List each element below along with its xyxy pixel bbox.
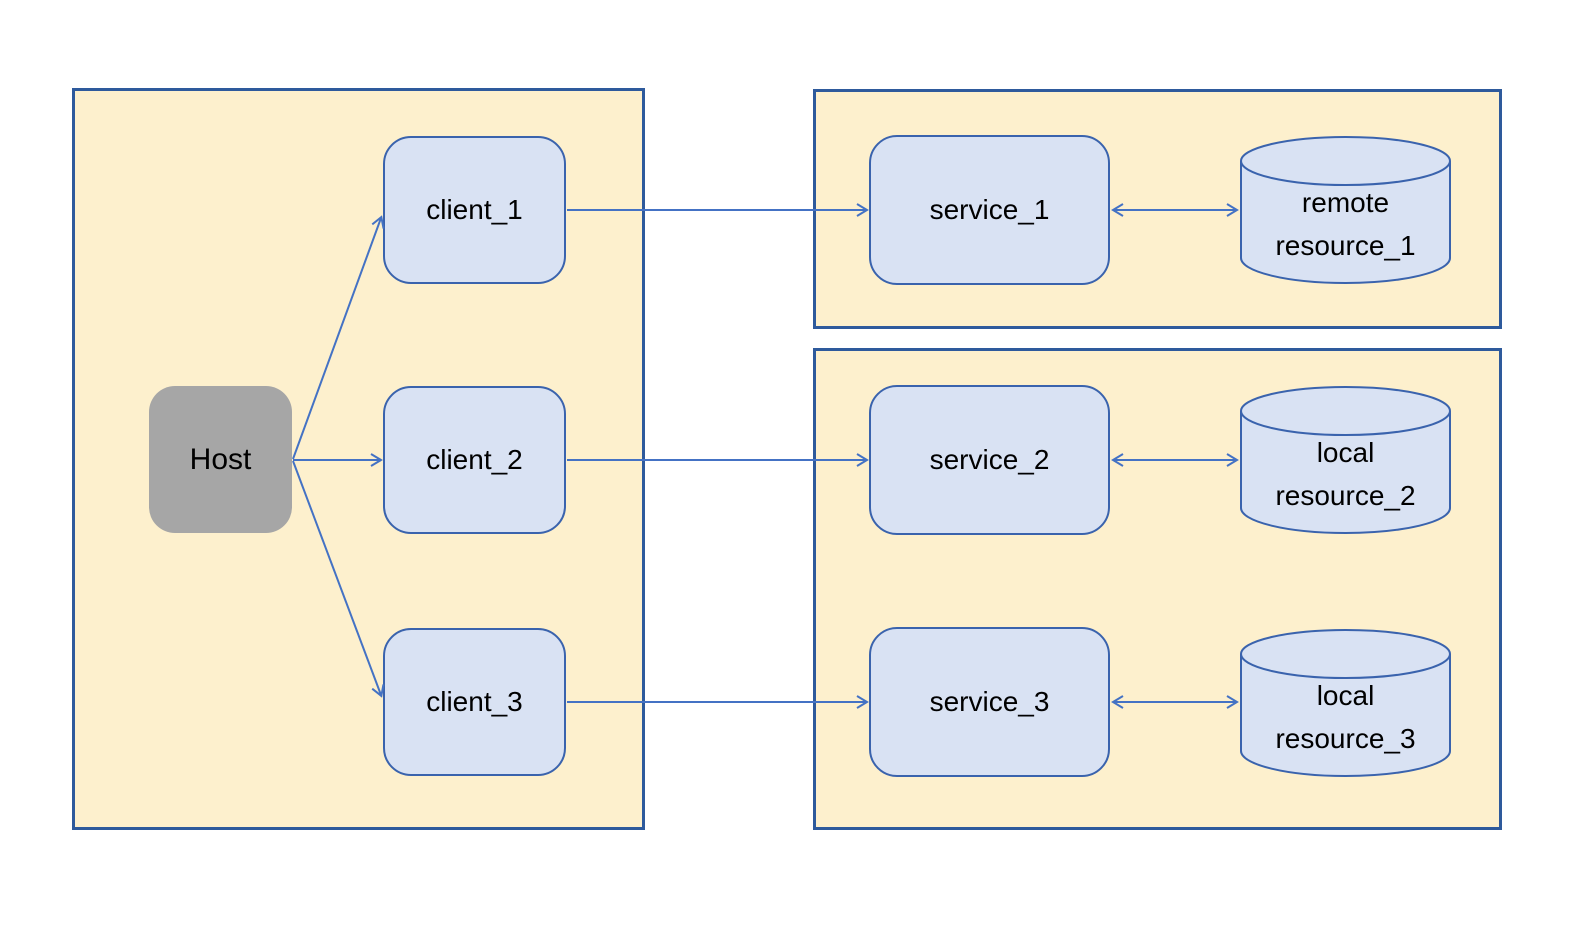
resource-3-label: local resource_3: [1275, 680, 1416, 754]
resource-3-cylinder: local resource_3: [1239, 627, 1452, 779]
resource-1-cylinder: remote resource_1: [1239, 134, 1452, 286]
resource-1-label: remote resource_1: [1275, 187, 1416, 261]
client-2-label: client_2: [426, 444, 523, 475]
client-3-label: client_3: [426, 686, 523, 717]
client-2-node: client_2: [383, 386, 566, 534]
service-1-label: service_1: [929, 194, 1050, 225]
database-cylinder-icon: [1240, 629, 1451, 777]
service-3-node: service_3: [869, 627, 1110, 777]
host-node: Host: [149, 386, 292, 533]
resource-2-cylinder: local resource_2: [1239, 384, 1452, 536]
service-2-label: service_2: [929, 444, 1050, 475]
client-1-node: client_1: [383, 136, 566, 284]
service-2-node: service_2: [869, 385, 1110, 535]
database-cylinder-icon: [1240, 386, 1451, 534]
client-3-node: client_3: [383, 628, 566, 776]
service-1-node: service_1: [869, 135, 1110, 285]
database-cylinder-icon: [1240, 136, 1451, 284]
host-label: Host: [189, 442, 252, 476]
resource-2-label: local resource_2: [1275, 437, 1416, 511]
client-1-label: client_1: [426, 194, 523, 225]
service-3-label: service_3: [929, 686, 1050, 717]
